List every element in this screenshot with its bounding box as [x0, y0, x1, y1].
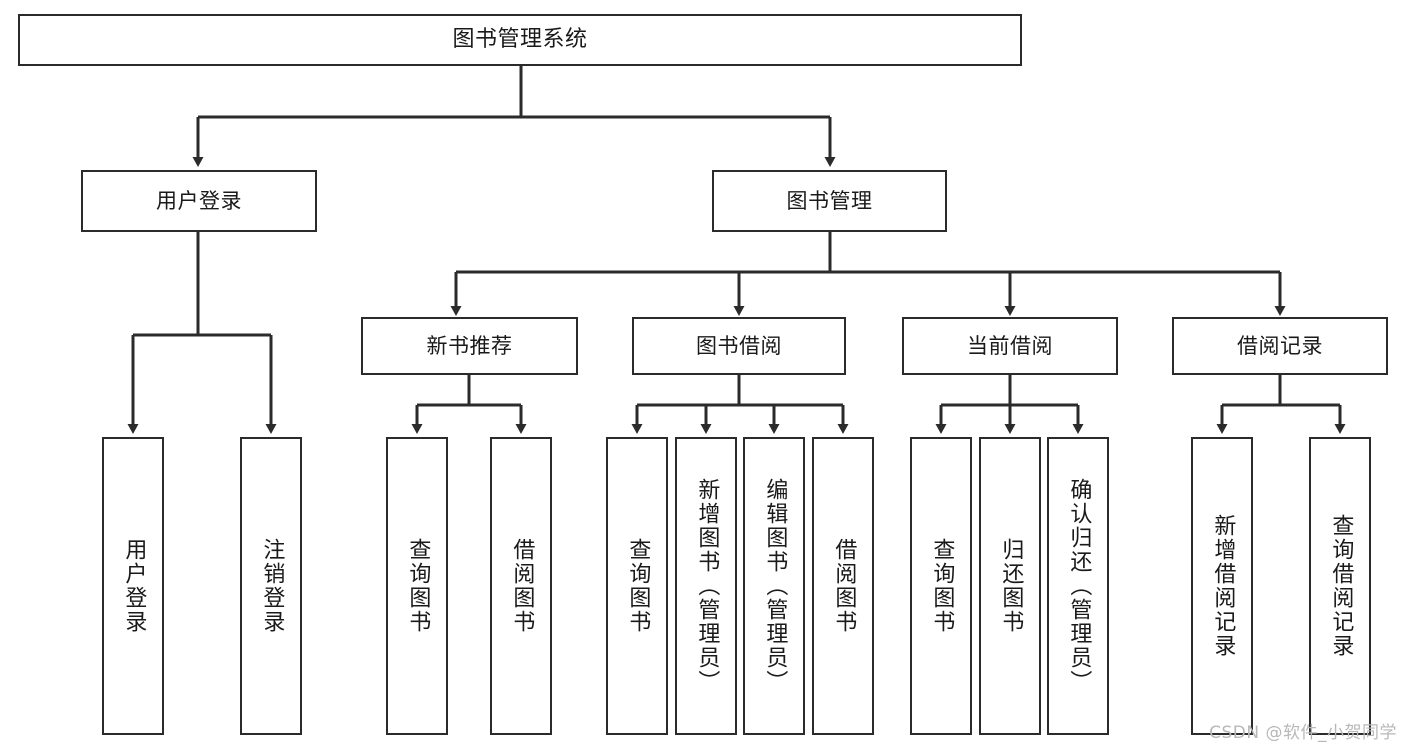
leaf-user-login-login[interactable]: 用户登录: [102, 437, 164, 735]
leaf-new-book-borrow[interactable]: 借阅图书: [490, 437, 552, 735]
node-book-borrow[interactable]: 图书借阅: [632, 317, 846, 375]
node-new-book-recommend[interactable]: 新书推荐: [361, 317, 578, 375]
node-label: 用户登录: [121, 538, 147, 634]
node-label: 归还图书: [998, 538, 1024, 634]
node-label: 查询图书: [625, 538, 651, 634]
watermark: CSDN @软件_小贺同学: [1209, 723, 1397, 743]
node-label: 图书借阅: [696, 333, 782, 358]
node-label: 查询图书: [405, 538, 431, 634]
node-label: 借阅记录: [1237, 333, 1323, 358]
node-label: 注销登录: [259, 538, 285, 634]
leaf-borrow-record-query[interactable]: 查询借阅记录: [1309, 437, 1371, 735]
leaf-current-borrow-return[interactable]: 归还图书: [979, 437, 1041, 735]
node-label: 借阅图书: [509, 538, 535, 634]
leaf-borrow-record-add[interactable]: 新增借阅记录: [1191, 437, 1253, 735]
node-label: 借阅图书: [831, 538, 857, 634]
node-book-management[interactable]: 图书管理: [712, 170, 947, 232]
leaf-book-borrow-edit[interactable]: 编辑图书（管理员）: [743, 437, 805, 735]
node-label: 新增图书（管理员）: [694, 478, 720, 694]
leaf-user-login-logout[interactable]: 注销登录: [240, 437, 302, 735]
node-borrow-record[interactable]: 借阅记录: [1172, 317, 1388, 375]
node-current-borrow[interactable]: 当前借阅: [902, 317, 1118, 375]
node-label: 新增借阅记录: [1210, 514, 1236, 658]
node-label: 确认归还（管理员）: [1066, 478, 1092, 694]
node-label: 当前借阅: [967, 333, 1053, 358]
node-label: 用户登录: [156, 188, 242, 213]
node-user-login[interactable]: 用户登录: [81, 170, 317, 232]
node-label: 图书管理: [786, 188, 873, 213]
node-label: 查询借阅记录: [1328, 514, 1354, 658]
leaf-current-borrow-confirm-return[interactable]: 确认归还（管理员）: [1047, 437, 1109, 735]
node-label: 编辑图书（管理员）: [762, 478, 788, 694]
leaf-current-borrow-query[interactable]: 查询图书: [910, 437, 972, 735]
leaf-book-borrow-add[interactable]: 新增图书（管理员）: [675, 437, 737, 735]
node-label: 查询图书: [929, 538, 955, 634]
leaf-book-borrow-borrow[interactable]: 借阅图书: [812, 437, 874, 735]
leaf-book-borrow-query[interactable]: 查询图书: [606, 437, 668, 735]
node-label: 新书推荐: [426, 333, 513, 358]
leaf-new-book-query[interactable]: 查询图书: [386, 437, 448, 735]
node-root-system[interactable]: 图书管理系统: [18, 14, 1022, 66]
node-label: 图书管理系统: [452, 27, 588, 53]
